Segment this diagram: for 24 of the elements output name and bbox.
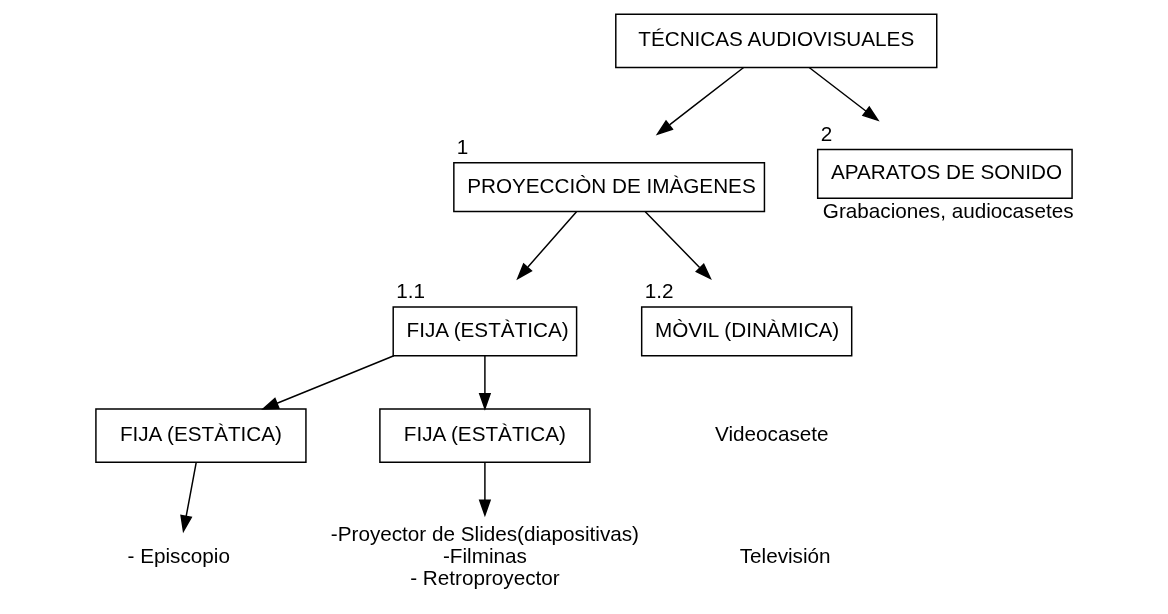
node-box: TÉCNICAS AUDIOVISUALES <box>615 13 938 69</box>
arrow <box>655 66 745 136</box>
node-box: MÒVIL (DINÀMICA) <box>640 306 853 357</box>
node-box: APARATOS DE SONIDO <box>816 148 1073 200</box>
arrow <box>808 66 880 122</box>
node-label: 1 <box>456 135 469 159</box>
node-box: FIJA (ESTÀTICA) <box>392 306 578 357</box>
arrow <box>516 211 578 281</box>
arrow <box>261 355 395 410</box>
label: Televisión <box>739 544 831 568</box>
arrow <box>478 355 492 411</box>
node-box: PROYECCIÒN DE IMÀGENES <box>453 162 766 213</box>
arrow <box>644 211 712 281</box>
node-text: - Episcopio <box>127 544 230 568</box>
node-box: FIJA (ESTÀTICA) <box>95 408 307 464</box>
node-label: 2 <box>820 121 833 145</box>
node-label: Grabaciones, audiocasetes <box>822 198 1074 222</box>
arrow <box>478 461 492 518</box>
label: Videocasete <box>715 422 829 446</box>
node-label: 1.1 <box>396 279 425 303</box>
node-text: -Proyector de Slides(diapositivas) -Filminas - Retroproyector <box>330 521 639 590</box>
node-box: FIJA (ESTÀTICA) <box>379 408 591 464</box>
arrow <box>180 461 197 534</box>
node-label: 1.2 <box>644 279 674 303</box>
